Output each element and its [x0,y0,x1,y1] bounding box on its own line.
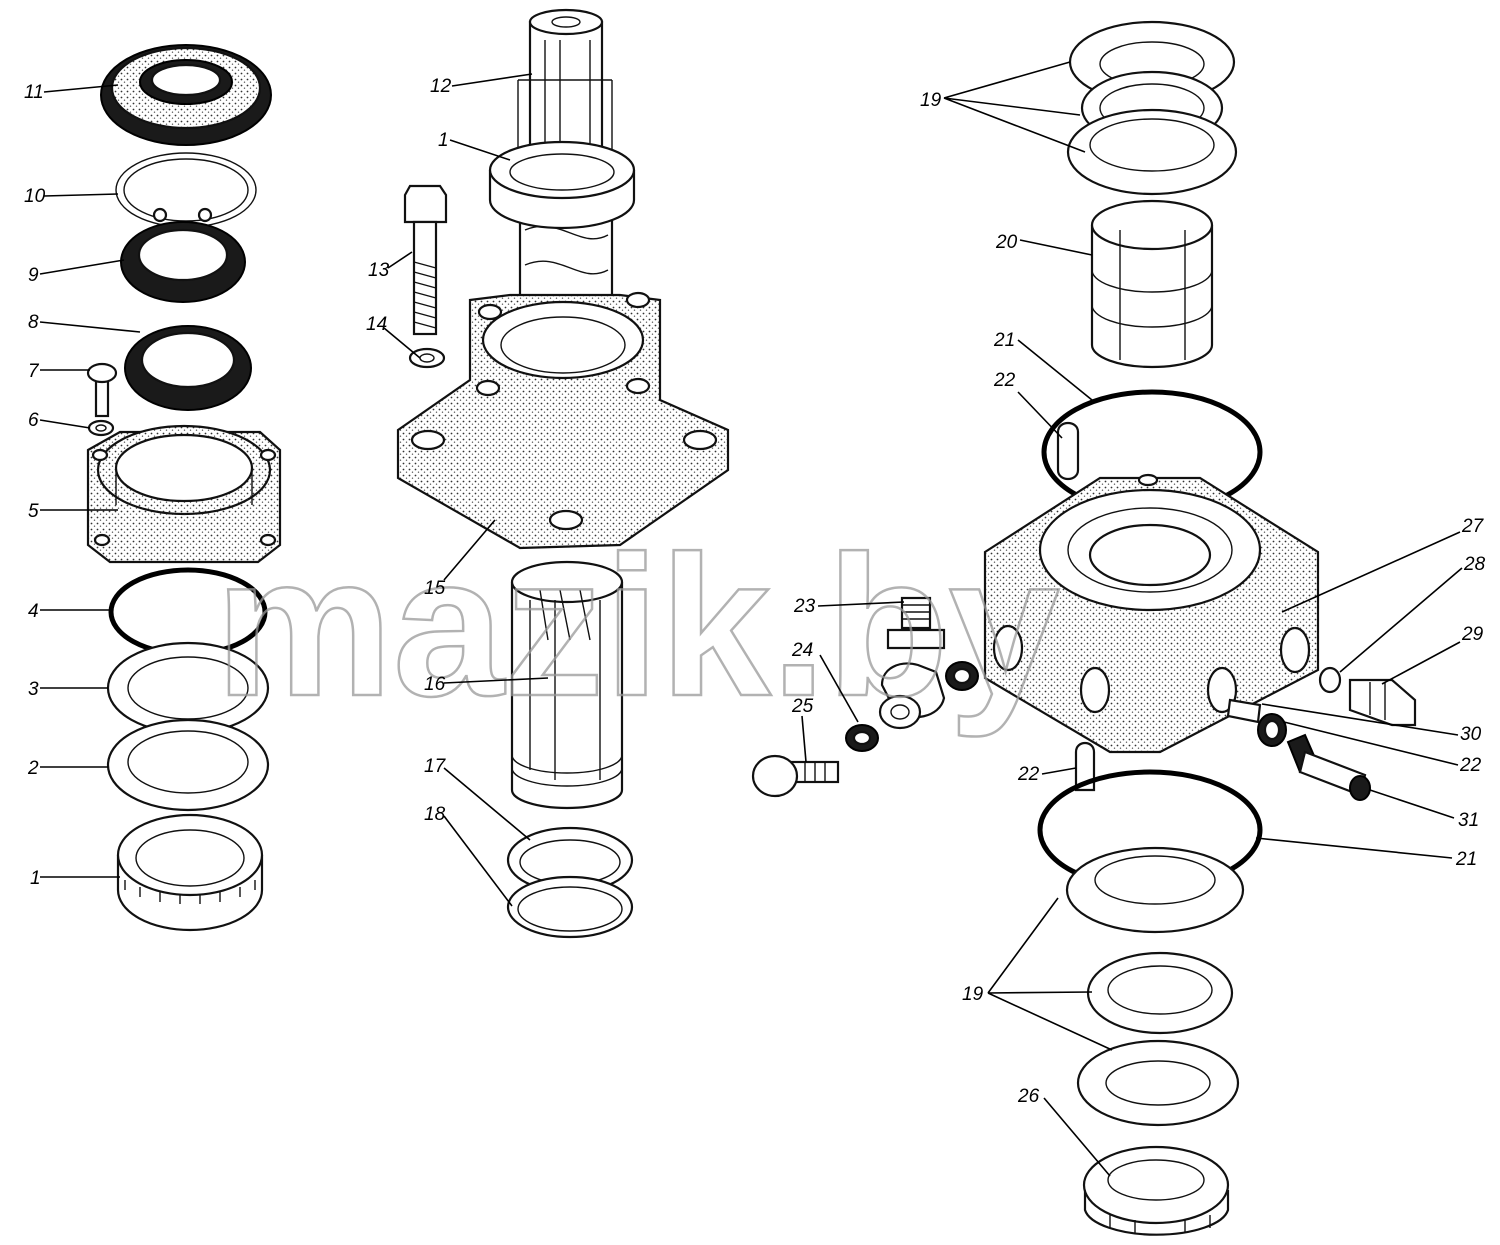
label-16: 16 [424,674,446,695]
label-4: 4 [28,601,39,622]
label-15: 15 [424,578,446,599]
label-19-lower: 19 [962,984,984,1005]
label-21-lower: 21 [1455,849,1477,870]
housing-part-15 [396,291,730,550]
label-12: 12 [430,76,452,97]
label-23: 23 [793,596,816,617]
label-22-right: 22 [1459,755,1482,776]
fitting-part-29 [1348,678,1417,727]
washer-part-6 [87,419,115,437]
thrust-bearing-upper-part-19 [1066,20,1238,196]
roller-bearing-part-1 [116,813,264,932]
retaining-ring-part-10 [115,152,257,228]
label-9: 9 [28,265,39,286]
label-26: 26 [1017,1086,1040,1107]
union-fitting-part-23 [878,596,946,730]
label-18: 18 [424,804,446,825]
shim-part-2 [106,718,270,812]
label-6: 6 [28,410,39,431]
label-30: 30 [1460,724,1482,745]
pin-lower-part-22 [1074,741,1096,792]
label-24: 24 [791,640,813,661]
label-7: 7 [28,361,40,382]
sleeve-part-16 [510,560,624,810]
part-labels: 11 10 9 8 7 6 5 4 3 2 1 12 1 13 14 15 16… [24,76,1486,1107]
label-25: 25 [791,696,814,717]
label-13: 13 [368,260,390,281]
pin-upper-part-22 [1056,421,1080,481]
main-housing-part-27 [983,473,1320,754]
label-31: 31 [1458,810,1479,831]
label-1-left: 1 [30,868,41,889]
banjo-bolt-part-25 [751,754,840,798]
watermark: mazik.by [215,515,1060,738]
label-28: 28 [1463,554,1486,575]
label-8: 8 [28,312,39,333]
label-17: 17 [424,756,447,777]
valve-part-31 [1286,733,1371,801]
label-21-top: 21 [993,330,1015,351]
ball-bearing-part-1 [488,140,636,230]
ring-part-17 [506,826,634,894]
washer-part-28 [1318,666,1342,694]
label-2: 2 [27,758,39,779]
label-1-center: 1 [438,130,449,151]
label-27: 27 [1461,516,1485,537]
label-3: 3 [28,679,39,700]
bolt-part-13 [403,184,448,336]
label-14: 14 [366,314,387,335]
pin-part-30 [1226,698,1262,724]
label-19-top: 19 [920,90,942,111]
leader-lines [39,61,1463,1177]
ring-part-18 [506,875,634,939]
label-20: 20 [995,232,1018,253]
seal-part-9 [120,221,246,303]
label-11: 11 [24,82,44,103]
label-10: 10 [24,186,46,207]
bearing-flange-part-5 [86,424,282,564]
sealing-washer-part-24 [845,724,879,752]
slotted-nut-part-26 [1082,1145,1230,1236]
oil-seal-cap-part-11 [100,44,272,146]
seal-part-8 [124,325,252,411]
label-5: 5 [28,501,39,522]
bolt-part-7 [86,362,118,418]
label-29: 29 [1461,624,1484,645]
sealing-washer-right-part-24 [945,661,979,691]
bushing-part-20 [1090,199,1214,369]
label-22-lower: 22 [1017,764,1040,785]
label-22-top: 22 [993,370,1016,391]
lock-washer-part-14 [408,347,446,369]
washer-part-22-right [1257,713,1287,747]
thrust-bearing-lower-part-19 [1065,846,1245,1127]
